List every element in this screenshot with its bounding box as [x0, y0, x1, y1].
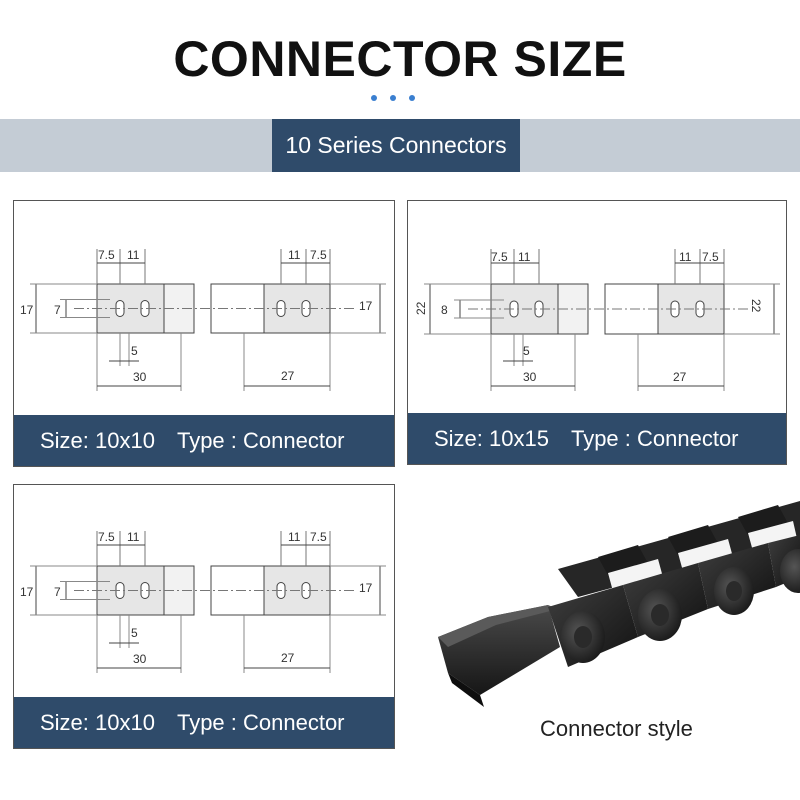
dim-hole-gap: 5 [131, 626, 138, 640]
size-label: Size: 10x10 [40, 427, 155, 453]
page-title: CONNECTOR SIZE [173, 31, 627, 87]
dim-inner-height: 7 [54, 303, 61, 317]
dim-right-length: 27 [281, 651, 295, 665]
photo-caption: Connector style [540, 716, 693, 741]
pin [574, 626, 592, 648]
panel-caption-2: Size: 10x15 Type : Connector [408, 413, 786, 464]
dim-left-height: 17 [20, 303, 34, 317]
dim-top-right-a: 11 [679, 250, 692, 264]
connector-drawing-1: 7.5 11 11 7.5 17 7 17 5 30 27 [20, 248, 386, 391]
dim-right-height: 17 [359, 581, 373, 595]
type-label: Type : Connector [176, 427, 345, 453]
dim-inner-height: 7 [54, 585, 61, 599]
dim-inner-height: 8 [441, 303, 448, 317]
dim-top-left-b: 11 [518, 250, 531, 264]
dot-icon [371, 95, 377, 101]
pin [780, 549, 800, 593]
dim-right-length: 27 [673, 370, 687, 384]
type-label: Type : Connector [176, 709, 345, 735]
dim-top-right-b: 7.5 [310, 248, 327, 262]
end-bracket-edge [438, 605, 558, 647]
dim-top-left-a: 7.5 [98, 248, 115, 262]
dot-icon [390, 95, 396, 101]
dim-left-length: 30 [133, 370, 147, 384]
size-label: Size: 10x10 [40, 709, 155, 735]
drawing-shapes [30, 531, 386, 673]
dim-left-height: 17 [20, 585, 34, 599]
dim-left-length: 30 [523, 370, 537, 384]
end-bracket-side [448, 673, 484, 707]
pin [651, 604, 669, 626]
dim-top-right-a: 11 [288, 530, 301, 544]
drag-chain-photo [408, 497, 800, 707]
drawing-panel-3: 7.5 11 11 7.5 17 7 17 5 30 27 Size: 10x1… [13, 484, 395, 749]
dim-top-left-b: 11 [127, 248, 140, 262]
drawing-labels: 7.5 11 11 7.5 17 7 17 5 30 27 [20, 248, 373, 384]
dim-hole-gap: 5 [131, 344, 138, 358]
dim-top-left-a: 7.5 [491, 250, 508, 264]
panel-caption-1: Size: 10x10 Type : Connector [14, 415, 394, 466]
connector-drawing-2: 7.5 11 11 7.5 22 8 22 5 30 27 [414, 249, 780, 391]
drawing-labels: 7.5 11 11 7.5 17 7 17 5 30 27 [20, 530, 373, 666]
drawing-shapes [424, 249, 780, 391]
dim-top-right-b: 7.5 [310, 530, 327, 544]
dim-top-right-a: 11 [288, 248, 301, 262]
connector-drawing-3: 7.5 11 11 7.5 17 7 17 5 30 27 [20, 530, 386, 673]
series-label: 10 Series Connectors [272, 119, 520, 172]
drawing-shapes [30, 249, 386, 391]
drawing-panel-1: 7.5 11 11 7.5 17 7 17 5 30 27 Size: 10x1… [13, 200, 395, 467]
dim-right-length: 27 [281, 369, 295, 383]
dim-top-right-b: 7.5 [702, 250, 719, 264]
dim-right-height: 22 [749, 299, 763, 313]
drawing-labels: 7.5 11 11 7.5 22 8 22 5 30 27 [414, 250, 763, 384]
size-label: Size: 10x15 [434, 425, 549, 451]
drawing-panel-2: 7.5 11 11 7.5 22 8 22 5 30 27 Size: 10x1… [407, 200, 787, 465]
dim-left-height: 22 [414, 301, 428, 315]
dim-right-height: 17 [359, 299, 373, 313]
type-label: Type : Connector [570, 425, 739, 451]
title-dots [371, 95, 415, 101]
dot-icon [409, 95, 415, 101]
drag-chain-illustration [438, 501, 800, 707]
panel-caption-3: Size: 10x10 Type : Connector [14, 697, 394, 748]
dim-left-length: 30 [133, 652, 147, 666]
dim-top-left-a: 7.5 [98, 530, 115, 544]
dim-hole-gap: 5 [523, 344, 530, 358]
pin [726, 581, 742, 601]
dim-top-left-b: 11 [127, 530, 140, 544]
